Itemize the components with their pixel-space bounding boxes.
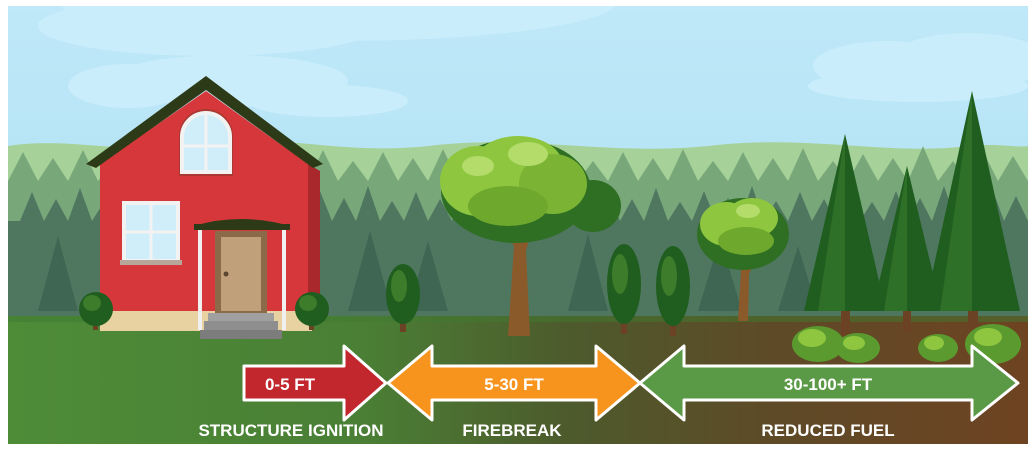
zone-range-label: 0-5 FT (265, 375, 316, 394)
front-steps (200, 313, 282, 339)
zone-name-reduced-fuel: REDUCED FUEL (761, 421, 894, 440)
attic-window (179, 109, 233, 176)
defensible-space-illustration: 0-5 FT 5-30 FT 30-100+ FT STRUCTURE IGNI… (8, 6, 1028, 444)
zone-name-structure-ignition: STRUCTURE IGNITION (198, 421, 383, 440)
zone-name-firebreak: FIREBREAK (462, 421, 562, 440)
zone-range-label: 30-100+ FT (784, 375, 873, 394)
side-window (120, 203, 182, 265)
zone-range-label: 5-30 FT (484, 375, 544, 394)
front-door (215, 231, 267, 313)
